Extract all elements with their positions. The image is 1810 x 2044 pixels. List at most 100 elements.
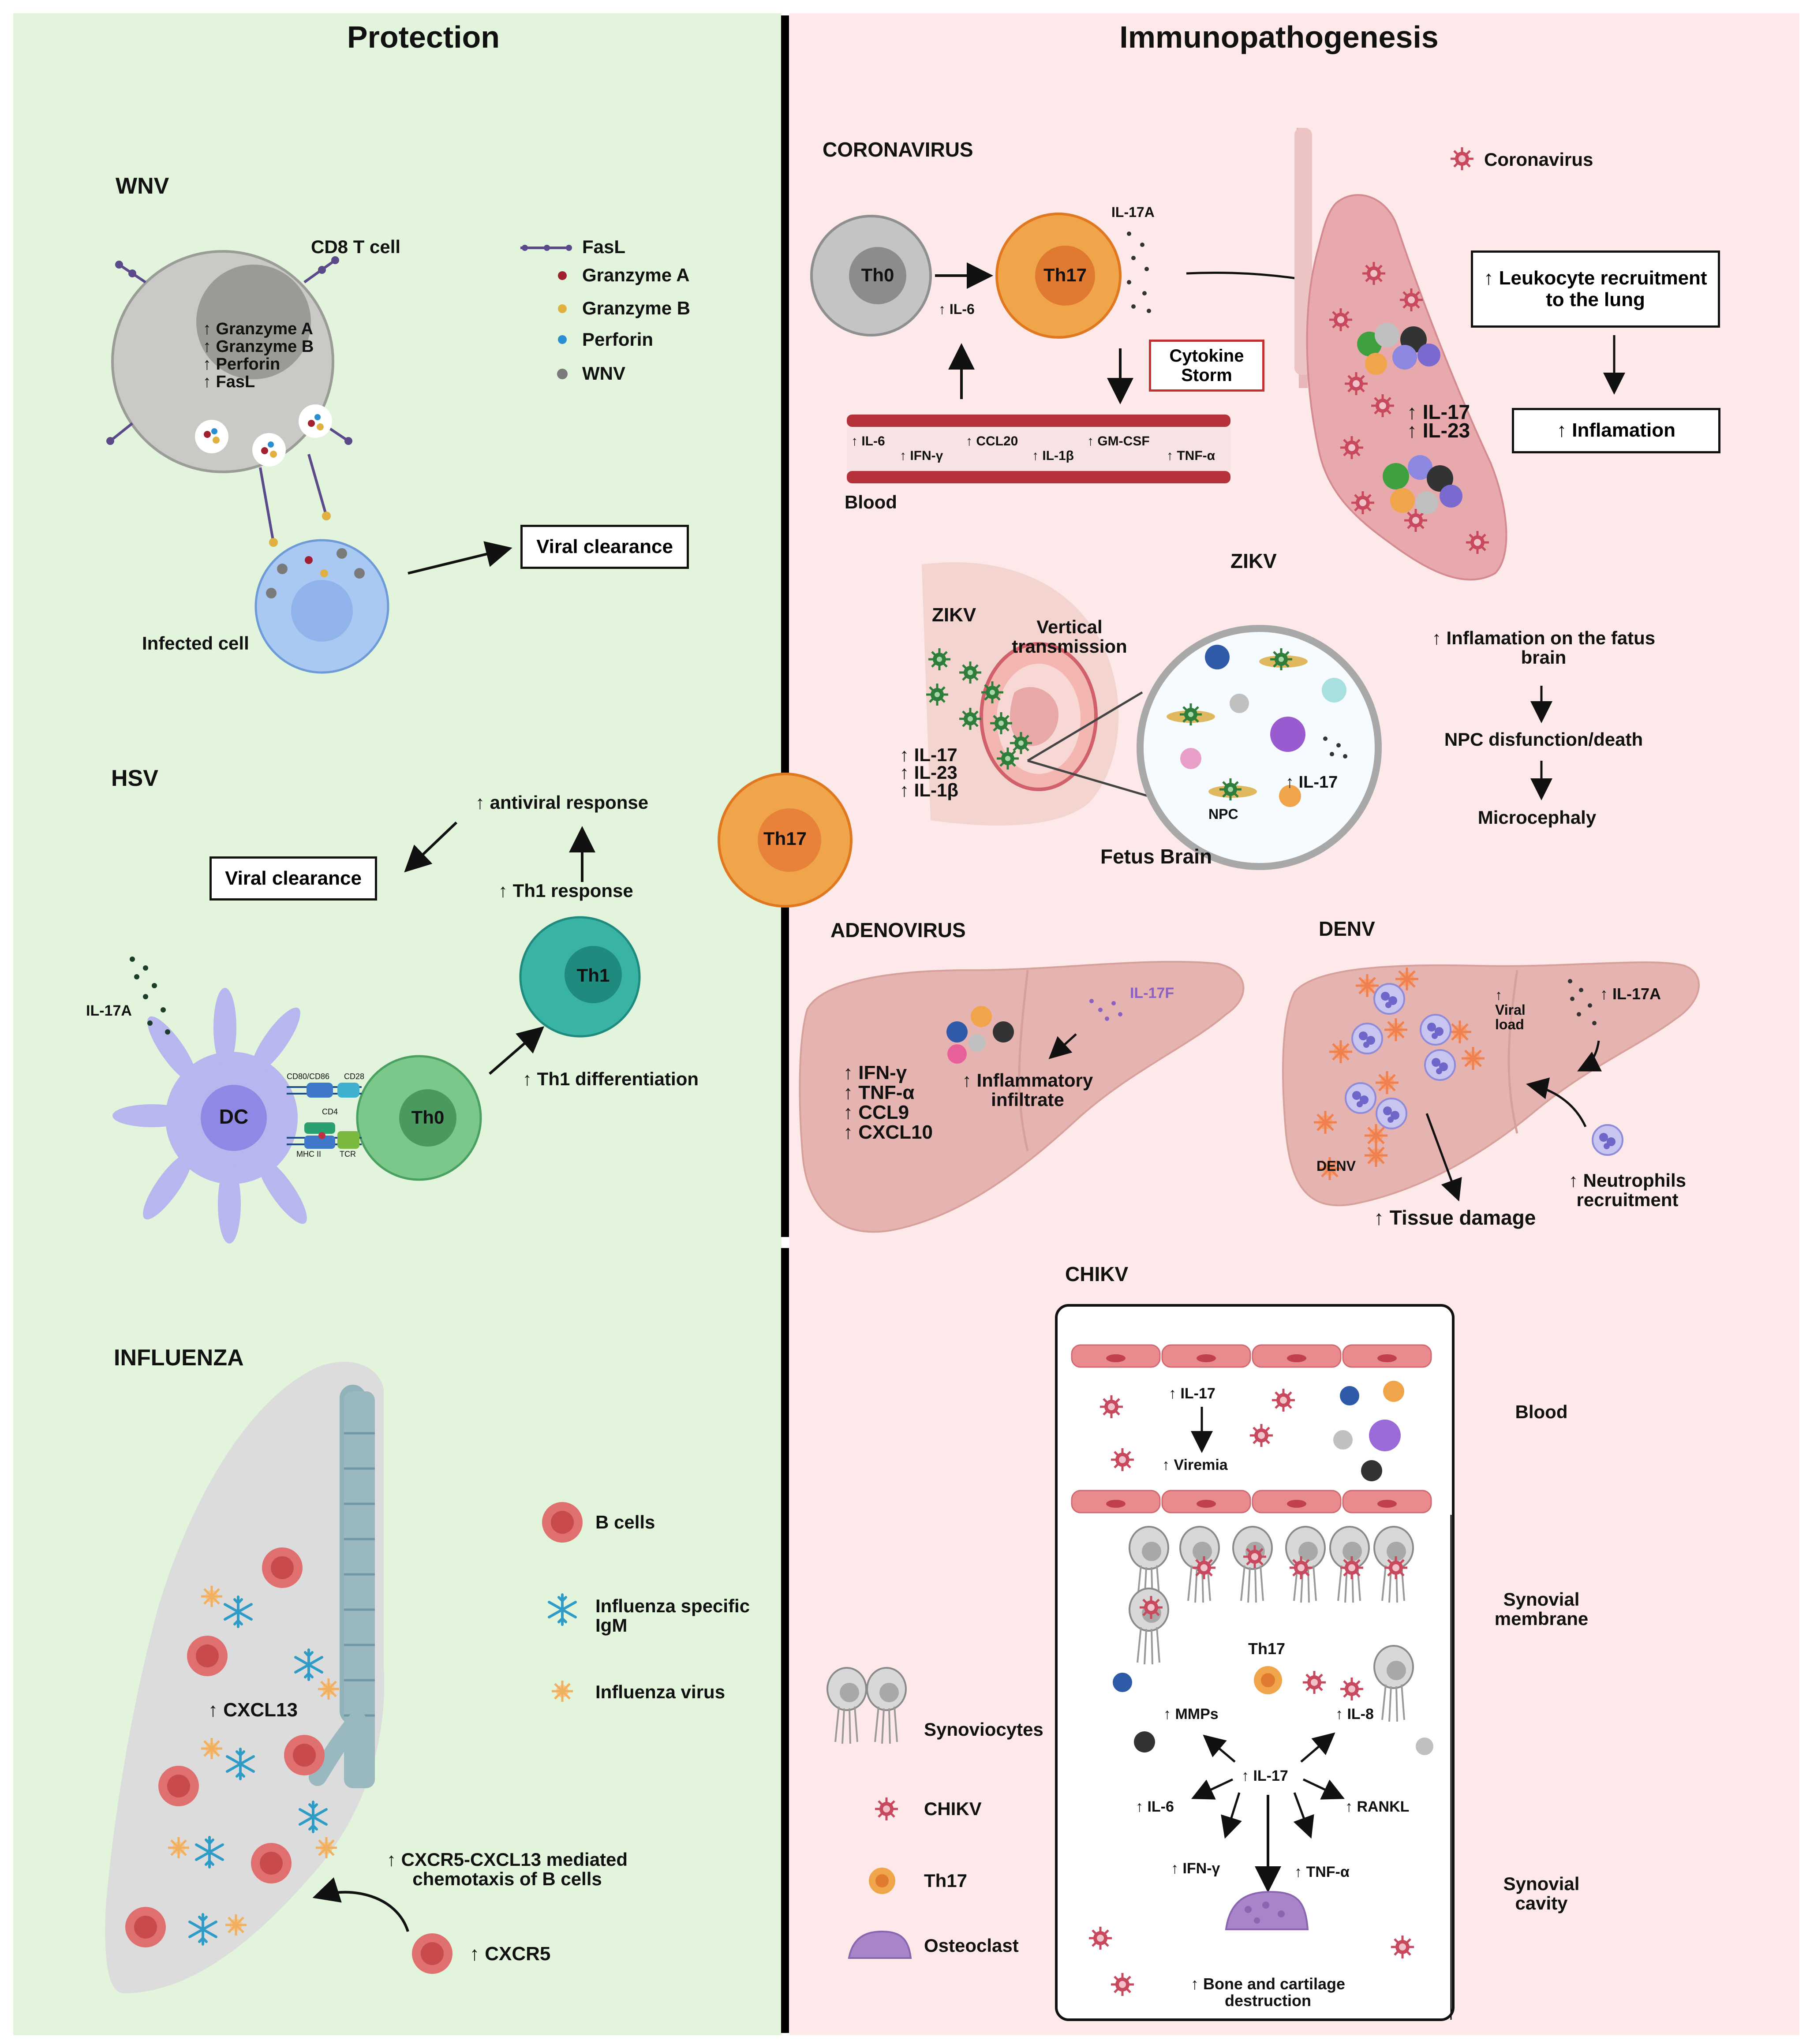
denv-illustration (1282, 961, 1700, 1207)
hsv-illustration (112, 821, 641, 1244)
hsv-il17a: IL-17A (86, 1002, 132, 1019)
neutrophils-recruitment-label: ↑ Neutrophils recruitment (1568, 1170, 1686, 1211)
brain-il17-label: ↑ IL-17 (1286, 773, 1338, 792)
chikv-th17-label: Th17 (1248, 1640, 1286, 1658)
zikv-cytokine-il23: ↑ IL-23 (900, 762, 957, 783)
denv-il17a: ↑ IL-17A (1600, 985, 1661, 1003)
adenovirus-illustration (799, 960, 1245, 1233)
leukocyte-recruitment-box: ↑ Leukocyte recruitment to the lung (1471, 250, 1720, 328)
blood-cytokine-gmcsf: ↑ GM-CSF (1087, 434, 1150, 448)
th1-label: Th1 (576, 965, 610, 986)
zikv-chain-microcephaly: Microcephaly (1477, 807, 1597, 828)
hsv-viral-clearance-box: Viral clearance (209, 856, 377, 901)
zikv-small-title: ZIKV (932, 604, 976, 626)
wnv-legend-wnv: WNV (582, 363, 625, 384)
corona-blood-label: Blood (845, 492, 897, 512)
bone-destruction-label: ↑ Bone and cartilage destruction (1190, 1975, 1346, 2010)
chikv-zone-synovial-cavity: Synovial cavity (1503, 1873, 1580, 1914)
wnv-legend-perforin: Perforin (582, 329, 654, 350)
influenza-cxcr5: ↑ CXCR5 (470, 1943, 551, 1965)
denv-viral-load: ↑ Viral load (1495, 987, 1526, 1033)
denv-title: DENV (1319, 917, 1375, 940)
chikv-legend-chikv: CHIKV (924, 1798, 982, 1819)
influenza-chemotaxis: ↑ CXCR5-CXCL13 mediated chemotaxis of B … (386, 1849, 628, 1890)
receptor-cd80-cd86: CD80/CD86 (287, 1072, 330, 1081)
chikv-ifng: ↑ IFN-γ (1171, 1860, 1220, 1877)
cd8-line-1: ↑ Granzyme A (203, 320, 313, 338)
blood-cytokine-ccl20: ↑ CCL20 (966, 434, 1018, 448)
lung-cytokine-il23: ↑ IL-23 (1407, 419, 1470, 442)
influenza-legend-virus: Influenza virus (595, 1682, 725, 1702)
adeno-cytokine-ccl9: ↑ CCL9 (843, 1102, 909, 1123)
wnv-legend-fasl: FasL (582, 236, 626, 257)
hsv-title: HSV (111, 766, 158, 791)
central-th17-cell (718, 773, 853, 908)
blood-cytokine-tnfa: ↑ TNF-α (1167, 448, 1215, 463)
chikv-legend-synoviocytes: Synoviocytes (924, 1719, 1043, 1740)
coronavirus-title: CORONAVIRUS (823, 138, 973, 161)
denv-virus-label: DENV (1316, 1158, 1356, 1174)
wnv-legend-granzyme-a: Granzyme A (582, 265, 690, 285)
dc-label: DC (219, 1105, 249, 1128)
coronavirus-legend-label: Coronavirus (1484, 149, 1593, 170)
adeno-cytokine-tnfa: ↑ TNF-α (843, 1082, 915, 1103)
inflamation-box: ↑ Inflamation (1512, 408, 1720, 453)
cd8-line-3: ↑ Perforin (203, 355, 280, 374)
zikv-cytokine-il17: ↑ IL-17 (900, 744, 957, 765)
coronavirus-illustration (810, 128, 1625, 581)
receptor-cd28: CD28 (344, 1072, 365, 1081)
wnv-title: WNV (116, 173, 169, 199)
receptor-mhc-ii: MHC II (296, 1150, 321, 1158)
adeno-cytokine-cxcl10: ↑ CXCL10 (843, 1121, 933, 1143)
zikv-cytokine-il1b: ↑ IL-1β (900, 780, 958, 800)
central-th17-label: Th17 (763, 828, 807, 849)
cd8-line-4: ↑ FasL (203, 373, 255, 391)
influenza-title: INFLUENZA (114, 1345, 244, 1371)
receptor-cd4: CD4 (322, 1107, 338, 1116)
chikv-il8: ↑ IL-8 (1335, 1706, 1374, 1723)
zikv-title: ZIKV (1230, 549, 1277, 572)
influenza-legend-igm: Influenza specific IgM (595, 1596, 750, 1636)
infected-cell-label: Infected cell (142, 633, 249, 654)
fetus-brain-label: Fetus Brain (1100, 845, 1212, 868)
panel-divider-bottom (781, 1248, 789, 2033)
wnv-viral-clearance-box: Viral clearance (520, 525, 689, 569)
corona-il17a-label: IL-17A (1111, 204, 1155, 220)
blood-cytokine-ifng: ↑ IFN-γ (900, 448, 943, 463)
chikv-il17-blood: ↑ IL-17 (1169, 1385, 1215, 1402)
receptor-tcr: TCR (340, 1150, 356, 1158)
immunopathogenesis-header: Immunopathogenesis (1119, 20, 1439, 54)
influenza-legend-b-cells: B cells (595, 1512, 655, 1532)
chikv-tnfa: ↑ TNF-α (1294, 1864, 1350, 1880)
hsv-th1-differentiation: ↑ Th1 differentiation (523, 1069, 699, 1089)
zikv-chain-npc: NPC disfunction/death (1444, 729, 1643, 750)
chikv-zone-synovial-membrane: Synovial membrane (1494, 1589, 1589, 1629)
panel-divider-top (781, 15, 789, 1237)
cytokine-storm-box: Cytokine Storm (1149, 340, 1264, 392)
tissue-damage-label: ↑ Tissue damage (1374, 1206, 1536, 1229)
protection-header: Protection (347, 20, 500, 54)
lung-cytokine-il17: ↑ IL-17 (1407, 400, 1470, 423)
wnv-legend-granzyme-b: Granzyme B (582, 298, 691, 318)
chikv-legend-osteoclast: Osteoclast (924, 1935, 1019, 1956)
chikv-illustration (826, 1304, 1455, 2021)
chikv-viremia: ↑ Viremia (1162, 1457, 1228, 1473)
cd8-label: CD8 T cell (311, 236, 401, 257)
npc-label: NPC (1208, 806, 1238, 822)
hsv-antiviral-response: ↑ antiviral response (475, 792, 649, 813)
blood-cytokine-il6: ↑ IL-6 (851, 434, 885, 448)
vertical-transmission-label: Vertical transmission (1012, 617, 1127, 657)
chikv-il6: ↑ IL-6 (1136, 1798, 1174, 1815)
zikv-illustration (922, 562, 1552, 870)
adenovirus-il17f: IL-17F (1130, 985, 1174, 1001)
adeno-cytokine-ifng: ↑ IFN-γ (843, 1062, 907, 1084)
hsv-th1-response: ↑ Th1 response (498, 880, 633, 901)
chikv-rankl: ↑ RANKL (1345, 1798, 1410, 1815)
chikv-title: CHIKV (1065, 1263, 1129, 1285)
chikv-mmps: ↑ MMPs (1163, 1706, 1219, 1723)
influenza-cxcl13: ↑ CXCL13 (208, 1699, 298, 1721)
inflammatory-infiltrate-label: ↑ Inflammatory infiltrate (962, 1070, 1093, 1110)
influenza-illustration (105, 1362, 583, 1993)
chikv-legend-th17: Th17 (924, 1870, 968, 1891)
